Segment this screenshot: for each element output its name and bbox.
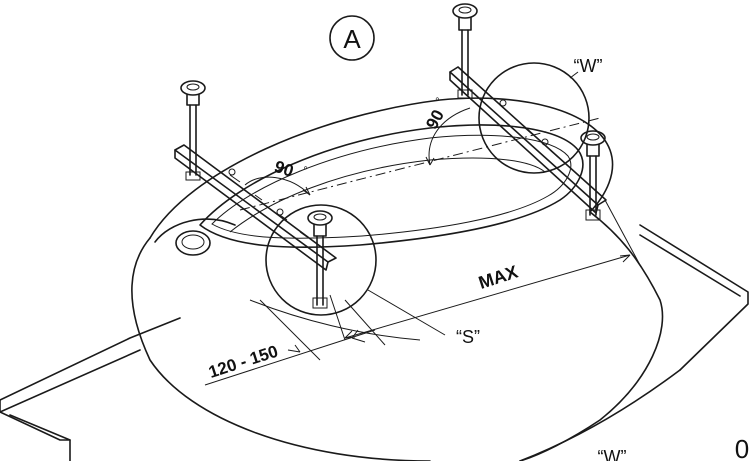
dimension-max-label: MAX — [476, 262, 520, 293]
angle-right-degree: ° — [434, 96, 447, 106]
dimension-max — [329, 199, 641, 341]
detail-circle-s — [265, 204, 377, 316]
detail-circle-w — [478, 62, 590, 174]
angle-left-label: 90 — [272, 157, 296, 181]
leg-left-front — [307, 210, 333, 309]
partial-right-glyph: 0 — [735, 434, 749, 461]
centerline — [239, 117, 601, 211]
dimension-range-label: 120 - 150 — [206, 342, 280, 382]
leg-right-front — [580, 130, 606, 221]
leader-w — [569, 71, 579, 79]
bathtub-body — [131, 97, 664, 461]
partial-bottom-label: “W” — [598, 447, 627, 461]
angle-left — [244, 176, 311, 196]
leader-s — [367, 289, 446, 336]
leg-left-back — [180, 80, 206, 181]
leg-right-back — [452, 3, 478, 99]
left-support-rail — [174, 144, 337, 271]
step-marker — [329, 15, 375, 61]
right-support-rail — [449, 66, 607, 214]
detail-w-label: “W” — [574, 56, 603, 76]
angle-left-degree: ° — [301, 164, 309, 177]
step-marker-label: A — [343, 24, 361, 54]
angle-right — [425, 107, 471, 166]
bathtub-apron — [0, 224, 749, 461]
detail-s-label: “S” — [456, 327, 480, 347]
dimension-range — [204, 299, 386, 386]
